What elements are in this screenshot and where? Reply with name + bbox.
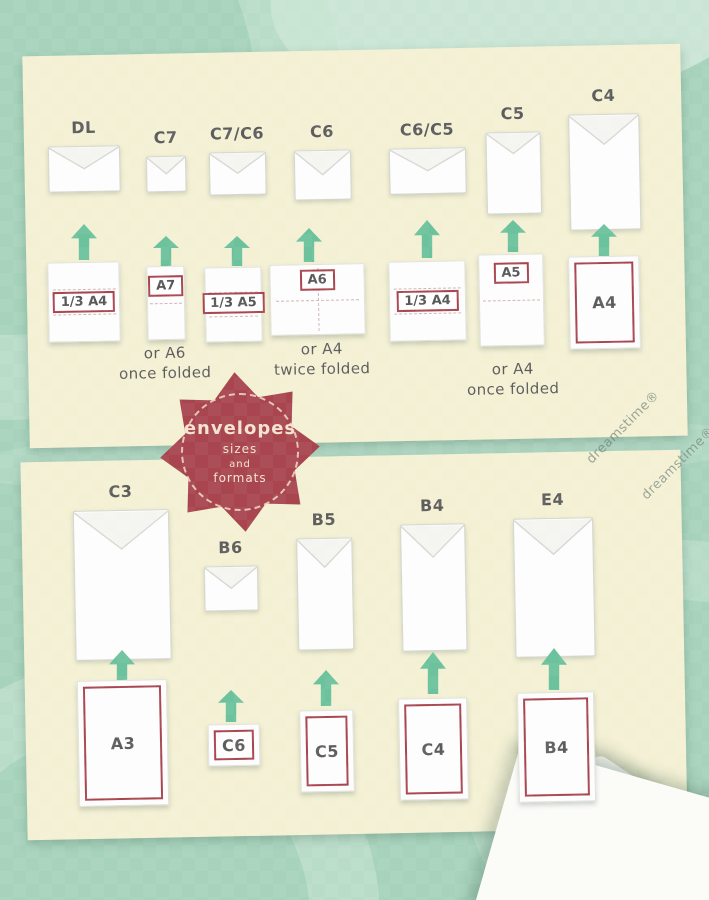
envelope-flap-icon: [205, 567, 257, 590]
fold-line: [52, 313, 116, 317]
envelope-c7-label: C7: [153, 127, 178, 148]
envelope-c3-label: C3: [108, 481, 133, 502]
paper-a7: A7: [146, 265, 186, 341]
note-line: or A4: [491, 359, 534, 379]
envelope-graphic: [72, 509, 172, 661]
badge-subtitle: and: [229, 458, 251, 470]
paper-a4: A4: [568, 255, 641, 350]
envelope-flap-icon: [514, 518, 593, 556]
envelope-graphic: [400, 523, 468, 652]
paper-c5: C5: [299, 709, 355, 793]
paper-size-tag: A5: [493, 262, 529, 284]
envelope-c5: C5: [485, 103, 543, 215]
paper-c6: C6: [207, 723, 261, 767]
paper-size-tag: 1/3 A4: [396, 289, 459, 313]
paper-size-tag: 1/3 A4: [52, 290, 116, 314]
badge-subtitle: formats: [213, 470, 267, 485]
fold-line: [52, 288, 116, 291]
envelope-graphic: [512, 517, 596, 658]
envelope-graphic: [296, 537, 355, 651]
envelope-c4: C4: [568, 85, 642, 231]
note-line: once folded: [466, 378, 560, 399]
envelope-flap-icon: [569, 114, 639, 146]
envelope-flap-icon: [487, 132, 540, 155]
paper-one-third-a5: 1/3 A5: [202, 266, 265, 343]
note-line: or A6: [143, 343, 186, 363]
envelope-e4-label: E4: [540, 489, 565, 510]
envelope-e4: E4: [512, 489, 596, 658]
envelope-b6-label: B6: [218, 537, 243, 558]
envelope-b5-label: B5: [311, 509, 337, 530]
badge-title: envelopes: [183, 417, 297, 439]
paper-size-label: A3: [110, 733, 136, 753]
paper-a3: A3: [76, 679, 170, 807]
envelope-graphic: [568, 113, 642, 231]
paper-a6: A6: [269, 263, 366, 336]
paper-size-tag: 1/3 A5: [202, 291, 265, 315]
paper-one-third-a4-1: 1/3 A4: [47, 261, 121, 343]
envelope-flap-icon: [49, 146, 119, 170]
envelope-dl-label: DL: [71, 117, 96, 138]
paper-size-tag: A7: [147, 274, 184, 297]
envelope-dl: DL: [47, 117, 121, 193]
envelope-flap-icon: [147, 157, 185, 175]
paper-b4: B4: [516, 691, 597, 803]
envelope-graphic: [47, 145, 121, 193]
paper-size-label: A4: [592, 292, 617, 313]
envelope-c6-label: C6: [309, 121, 335, 142]
envelope-c7: C7: [145, 127, 187, 193]
envelope-graphic: [388, 147, 467, 195]
envelope-flap-icon: [297, 538, 352, 569]
paper-size-label: C4: [421, 739, 446, 759]
paper-size-label: B4: [544, 737, 569, 757]
envelope-c5-label: C5: [500, 103, 525, 124]
badge-envelopes-sizes: envelopes sizes and formats: [160, 372, 320, 532]
envelope-graphic: [485, 131, 543, 215]
paper-c4: C4: [398, 697, 469, 801]
badge-subtitle: sizes: [222, 441, 258, 456]
envelope-graphic: [145, 155, 187, 193]
envelope-b4-label: B4: [419, 495, 445, 516]
paper-size-tag: A6: [299, 269, 335, 292]
envelope-c4-label: C4: [591, 85, 616, 106]
fold-line: [393, 312, 462, 316]
envelope-flap-icon: [390, 148, 465, 172]
envelope-c7-c6: C7/C6: [208, 123, 267, 196]
envelope-b4: B4: [400, 495, 468, 652]
envelope-graphic: [203, 565, 259, 612]
envelope-b5: B5: [296, 509, 355, 651]
envelope-graphic: [208, 151, 267, 196]
fold-line: [149, 302, 183, 305]
fold-line: [483, 299, 540, 302]
note-a4-once-folded: or A4 once folded: [443, 359, 584, 401]
envelope-b6: B6: [203, 537, 259, 612]
badge-dashed-border: [181, 393, 299, 511]
fold-line: [208, 315, 259, 318]
paper-a5: A5: [478, 253, 545, 347]
note-line: or A4: [300, 339, 343, 359]
paper-size-label: C5: [314, 741, 340, 761]
envelope-flap-icon: [210, 152, 265, 174]
envelope-c3: C3: [72, 481, 172, 661]
paper-size-label: C6: [221, 735, 247, 755]
paper-one-third-a4-2: 1/3 A4: [388, 260, 467, 342]
envelope-flap-icon: [74, 510, 169, 552]
envelope-flap-icon: [401, 524, 465, 559]
envelope-graphic: [293, 149, 352, 201]
envelope-c6-c5: C6/C5: [388, 119, 467, 195]
envelope-flap-icon: [295, 150, 350, 176]
envelope-c6-c5-label: C6/C5: [399, 119, 455, 140]
badge-text: envelopes sizes and formats: [160, 372, 320, 532]
envelope-c6: C6: [293, 121, 352, 201]
envelope-c7-c6-label: C7/C6: [209, 123, 265, 144]
